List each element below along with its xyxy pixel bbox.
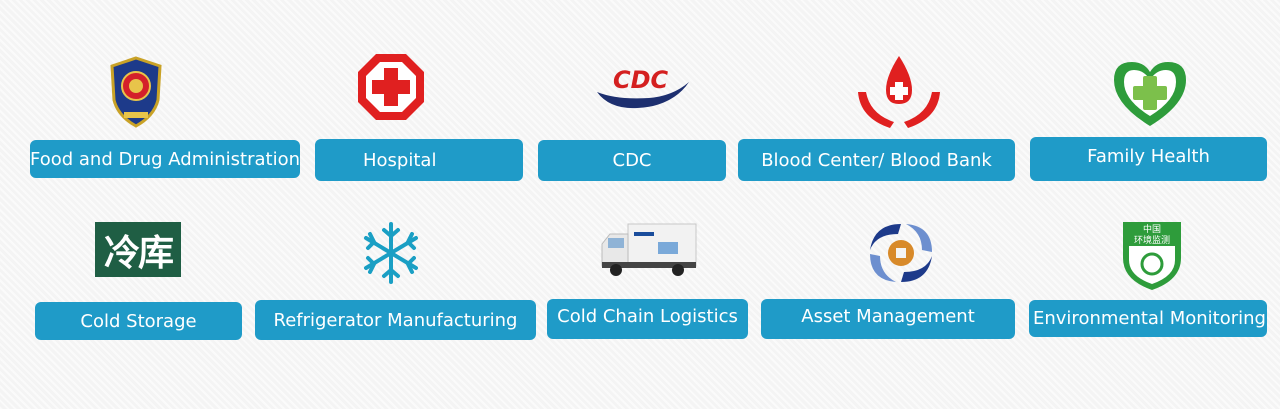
- cold-storage-sign-icon: 冷库: [95, 222, 181, 277]
- env-badge-line2: 环境监测: [1134, 234, 1170, 246]
- red-cross-icon: [356, 52, 426, 122]
- env-shield-icon: 中国 环境监测: [1119, 218, 1185, 292]
- emblem-icon: [108, 56, 164, 128]
- environmental-monitoring-button[interactable]: Environmental Monitoring: [1029, 300, 1267, 337]
- svg-text:CDC: CDC: [613, 66, 669, 94]
- family-health-button[interactable]: Family Health: [1030, 137, 1267, 181]
- cdc-logo-icon: CDC: [593, 62, 693, 112]
- food-and-drug-administration-button[interactable]: Food and Drug Administration: [30, 140, 300, 178]
- asset-management-button[interactable]: Asset Management: [761, 299, 1015, 339]
- refrigerator-manufacturing-button[interactable]: Refrigerator Manufacturing: [255, 300, 536, 340]
- env-badge-line1: 中国: [1143, 223, 1161, 235]
- hospital-button[interactable]: Hospital: [315, 139, 523, 181]
- blood-drop-hands-icon: [854, 52, 944, 132]
- blood-center-blood-bank-button[interactable]: Blood Center/ Blood Bank: [738, 139, 1015, 181]
- cold-chain-logistics-button[interactable]: Cold Chain Logistics: [547, 299, 748, 339]
- heart-cross-icon: [1110, 58, 1190, 130]
- cold-storage-button[interactable]: Cold Storage: [35, 302, 242, 340]
- coin-swirl-icon: [864, 220, 938, 286]
- snowflake-icon: [358, 220, 424, 286]
- cdc-button[interactable]: CDC: [538, 140, 726, 181]
- refrigerated-truck-icon: [598, 222, 698, 278]
